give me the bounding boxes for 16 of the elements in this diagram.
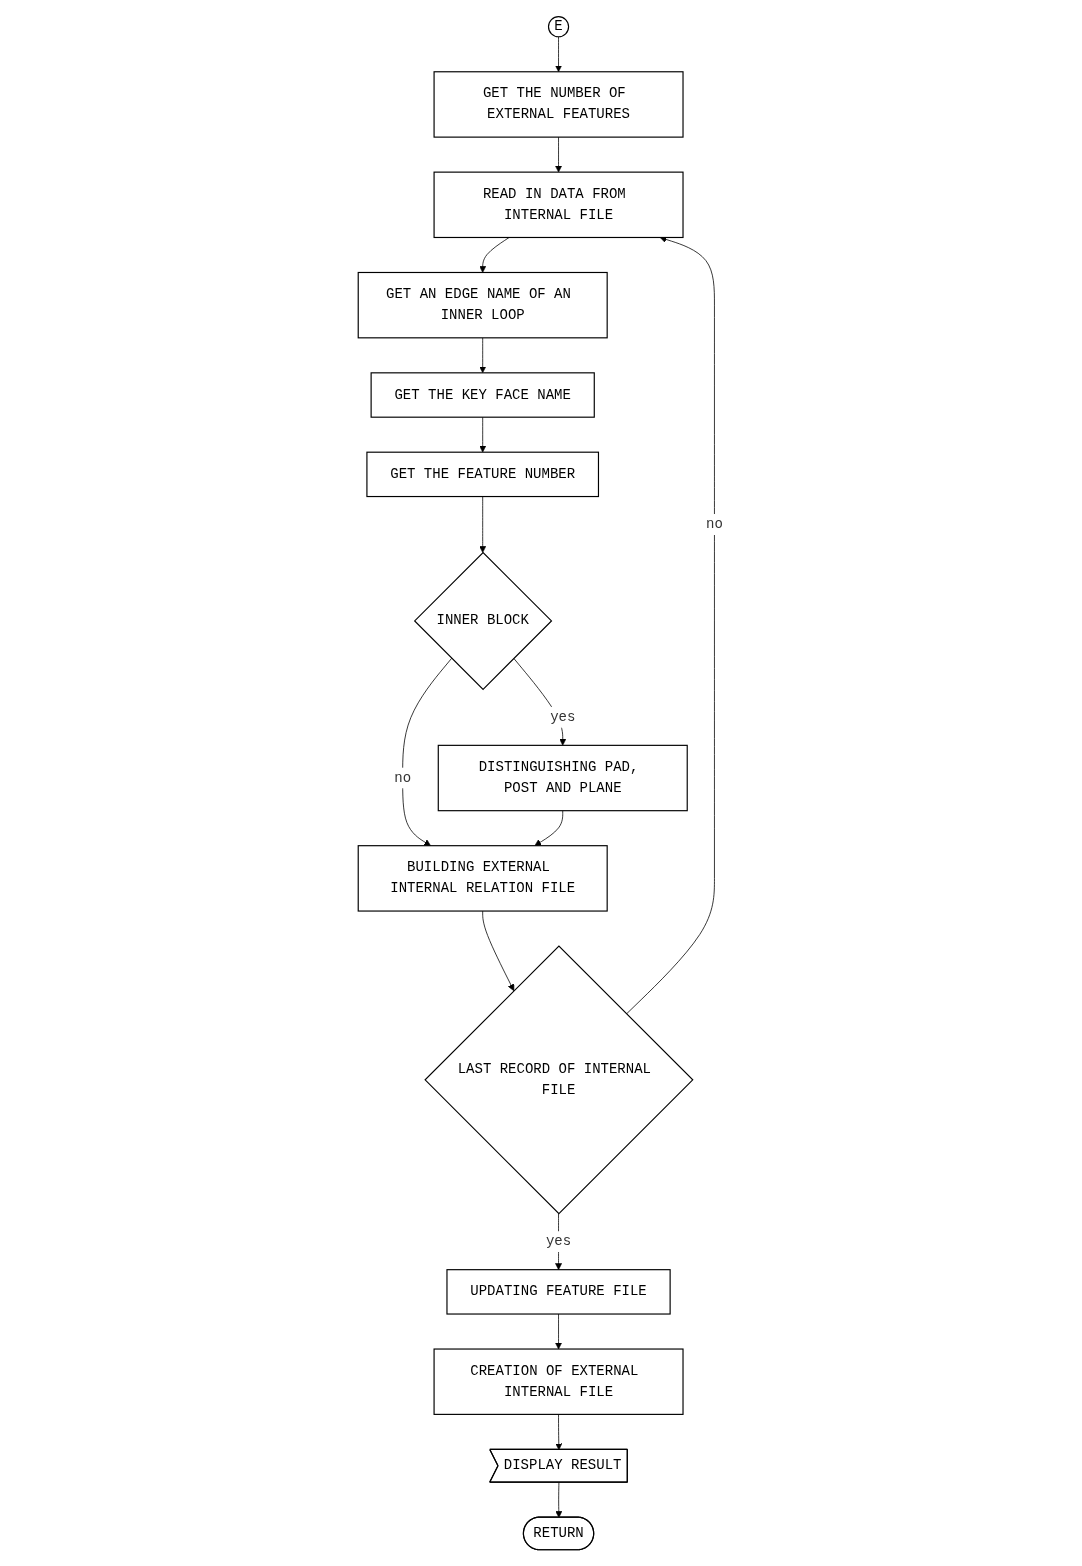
- node-box: BUILDING EXTERNAL INTERNAL RELATION FILE: [358, 845, 609, 912]
- node-box: GET AN EDGE NAME OF AN INNER LOOP: [358, 271, 609, 339]
- node-box: UPDATING FEATURE FILE: [446, 1269, 672, 1315]
- node-box: GET THE FEATURE NUMBER: [366, 451, 600, 498]
- node-diamond: INNER BLOCK: [414, 551, 553, 691]
- node-box: CREATION OF EXTERNAL INTERNAL FILE: [433, 1348, 685, 1415]
- edge-label: no: [706, 516, 724, 532]
- node-box: DISTINGUISHING PAD, POST AND PLANE: [438, 744, 689, 812]
- node-box: GET THE NUMBER OF EXTERNAL FEATURES: [433, 71, 685, 138]
- node-box: READ IN DATA FROM INTERNAL FILE: [433, 171, 685, 239]
- node-diamond: LAST RECORD OF INTERNAL FILE: [424, 945, 695, 1215]
- edge-label: no: [394, 769, 412, 786]
- node-box: GET THE KEY FACE NAME: [371, 372, 596, 418]
- edge-label: yes: [550, 709, 576, 725]
- node-circle: E: [548, 16, 570, 38]
- edge-label: yes: [546, 1233, 572, 1250]
